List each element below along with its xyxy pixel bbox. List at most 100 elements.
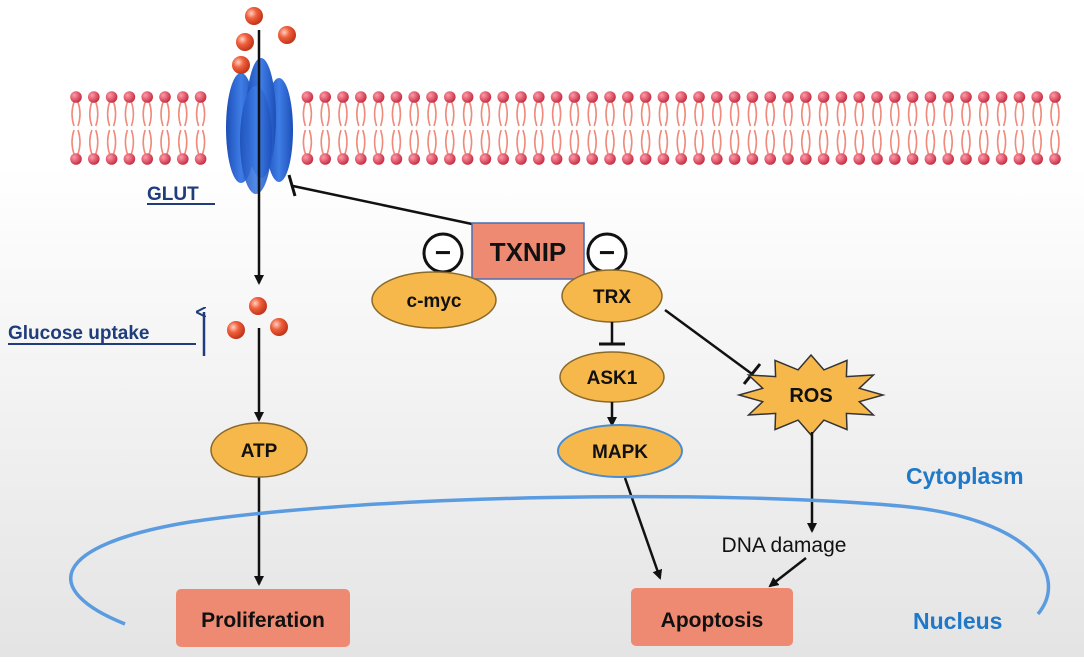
- lipid-head: [622, 153, 634, 165]
- lipid-head: [301, 91, 314, 103]
- lipid-head: [568, 91, 581, 103]
- lipid-head: [408, 153, 421, 165]
- mapk-node: [557, 424, 683, 478]
- lipid-head: [177, 153, 189, 165]
- lipid-head: [835, 153, 848, 165]
- lipid-head: [746, 153, 759, 165]
- glucose-uptake-label: Glucose uptake: [8, 323, 150, 344]
- lipid-head: [728, 91, 741, 103]
- apoptosis-box: [631, 588, 793, 646]
- lipid-head: [586, 91, 598, 103]
- lipid-head: [675, 91, 687, 103]
- glucose-molecules-inside: [227, 297, 288, 339]
- lipid-head: [533, 153, 545, 165]
- lipid-head: [372, 153, 385, 165]
- lipid-head: [497, 153, 510, 165]
- lipid-head: [764, 153, 776, 165]
- mapk-to-apoptosis-arrow: [623, 477, 663, 580]
- lipid-head: [960, 153, 972, 165]
- atp-node: [210, 422, 308, 478]
- lipid-head: [444, 91, 456, 103]
- lipid-head: [301, 153, 314, 165]
- lipid-head: [800, 153, 812, 165]
- lipid-head: [1049, 91, 1061, 103]
- lipid-head: [105, 91, 118, 103]
- lipid-head: [604, 91, 616, 103]
- trx-label: TRX: [593, 287, 631, 308]
- lipid-head: [461, 153, 474, 165]
- lipid-head: [141, 91, 153, 103]
- lipid-head: [639, 91, 652, 103]
- apoptosis-label: Apoptosis: [661, 609, 764, 632]
- lipid-head: [782, 91, 794, 103]
- lipid-head: [426, 153, 438, 165]
- lipid-head: [853, 91, 865, 103]
- lipid-head: [978, 91, 990, 103]
- lipid-head: [515, 153, 527, 165]
- lipid-head: [479, 91, 492, 103]
- lipid-head: [675, 153, 687, 165]
- lipid-head: [604, 153, 616, 165]
- lipid-head: [906, 153, 919, 165]
- lipid-head: [70, 91, 82, 103]
- lipid-head: [800, 91, 812, 103]
- lipid-head: [515, 91, 527, 103]
- proliferation-box: [176, 589, 350, 647]
- lipid-head: [817, 91, 830, 103]
- lipid-head: [942, 91, 954, 103]
- lipid-head: [355, 153, 367, 165]
- lipid-head: [746, 91, 759, 103]
- lipid-head: [889, 153, 901, 165]
- lipid-head: [995, 91, 1008, 103]
- lipid-head: [159, 91, 171, 103]
- lipid-head: [408, 91, 421, 103]
- nucleus-label: Nucleus: [913, 608, 1002, 634]
- lipid-head: [995, 153, 1008, 165]
- glucose-molecules-outside: [232, 7, 296, 74]
- lipid-head: [924, 91, 937, 103]
- nuclear-membrane: [69, 494, 1051, 626]
- lipid-head: [337, 153, 349, 165]
- lipid-head: [639, 153, 652, 165]
- lipid-head: [123, 153, 136, 165]
- lipid-head: [889, 91, 901, 103]
- glut-label: GLUT: [147, 184, 199, 205]
- lipid-head: [550, 91, 563, 103]
- lipid-head: [1013, 91, 1026, 103]
- lipid-head: [337, 91, 349, 103]
- lipid-head: [924, 153, 937, 165]
- lipid-head: [372, 91, 385, 103]
- lipid-head: [586, 153, 598, 165]
- ask1-label: ASK1: [587, 368, 638, 389]
- lipid-head: [194, 153, 207, 165]
- cmyc-label: c-myc: [407, 291, 462, 312]
- ros-label: ROS: [789, 385, 832, 407]
- lipid-head: [1031, 153, 1043, 165]
- lipid-head: [1031, 91, 1043, 103]
- lipid-head: [657, 91, 670, 103]
- lipid-head: [390, 153, 403, 165]
- glut-transporter-icon: [226, 58, 293, 194]
- lipid-head: [871, 91, 883, 103]
- lipid-head: [568, 153, 581, 165]
- lipid-head: [105, 153, 118, 165]
- dna-damage-to-apoptosis-arrow: [768, 557, 807, 588]
- lipid-head: [141, 153, 153, 165]
- lipid-head: [960, 91, 972, 103]
- lipid-head: [319, 153, 332, 165]
- membrane-lipid-heads: [70, 91, 1061, 165]
- lipid-head: [461, 91, 474, 103]
- lipid-head: [764, 91, 776, 103]
- minus-circle-right: −: [586, 232, 628, 274]
- lipid-head: [871, 153, 883, 165]
- lipid-head: [817, 153, 830, 165]
- txnip-label: TXNIP: [490, 237, 567, 267]
- minus-circle-left: −: [422, 232, 464, 274]
- trx-inhibits-ros-line: [664, 308, 753, 376]
- membrane-lipid-tails: [71, 101, 1060, 155]
- lipid-head: [390, 91, 403, 103]
- lipid-head: [782, 153, 794, 165]
- lipid-head: [835, 91, 848, 103]
- minus-sign-right: −: [599, 237, 615, 268]
